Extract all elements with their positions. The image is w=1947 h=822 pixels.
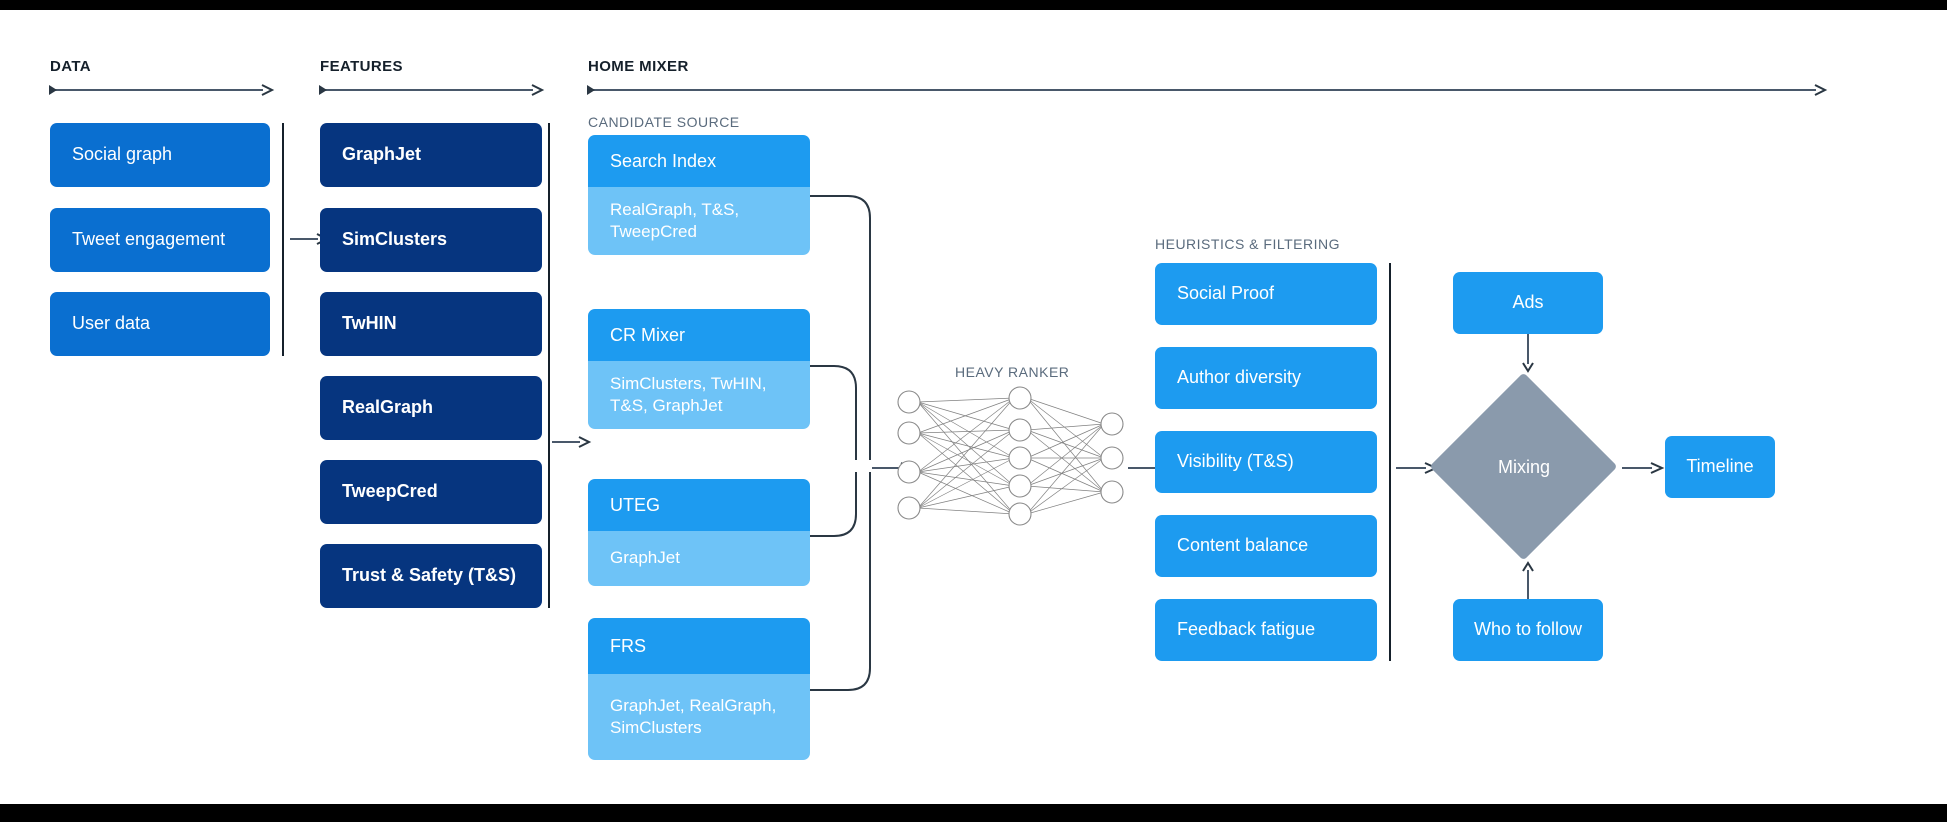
- arrow-ads-to-mixing: [1522, 334, 1534, 373]
- data-axis-arrow: [49, 84, 275, 96]
- heuristic-card-feedback-fatigue[interactable]: Feedback fatigue: [1155, 599, 1377, 661]
- mixing-node[interactable]: Mixing: [1429, 372, 1618, 561]
- mixing-label: Mixing: [1497, 456, 1550, 477]
- stage-label-candidate-source: CANDIDATE SOURCE: [588, 114, 740, 130]
- divider-features-homemixer: [548, 123, 550, 608]
- home-mixer-axis-arrow: [587, 84, 1828, 96]
- candidate-source-features: GraphJet: [588, 531, 810, 586]
- stage-label-heuristics: HEURISTICS & FILTERING: [1155, 236, 1340, 252]
- arrow-mixing-to-timeline: [1622, 462, 1665, 474]
- candidate-source-search-index[interactable]: Search Index RealGraph, T&S, TweepCred: [588, 135, 810, 255]
- card-label: GraphJet: [342, 144, 422, 165]
- card-label: TweepCred: [342, 481, 438, 502]
- stage-label-data: DATA: [50, 58, 92, 75]
- data-card-user-data[interactable]: User data: [50, 292, 270, 356]
- stage-label-heavy-ranker: HEAVY RANKER: [955, 364, 1070, 380]
- card-label: Trust & Safety (T&S): [342, 565, 517, 586]
- feature-card-trust-safety[interactable]: Trust & Safety (T&S): [320, 544, 542, 608]
- card-label: Tweet engagement: [72, 229, 226, 250]
- card-label: SimClusters: [342, 229, 448, 250]
- candidate-source-features: SimClusters, TwHIN, T&S, GraphJet: [588, 361, 810, 429]
- candidate-source-name: UTEG: [588, 479, 810, 531]
- card-label: Feedback fatigue: [1177, 619, 1316, 640]
- feature-card-twhin[interactable]: TwHIN: [320, 292, 542, 356]
- card-label: Who to follow: [1473, 619, 1583, 640]
- diagram-canvas: DATA FEATURES HOME MIXER CANDIDATE SOURC…: [0, 10, 1947, 804]
- card-label: Author diversity: [1177, 367, 1302, 388]
- arrow-features-to-candidates: [552, 436, 592, 448]
- candidate-source-name: CR Mixer: [588, 309, 810, 361]
- output-card-who-to-follow[interactable]: Who to follow: [1453, 599, 1603, 661]
- features-axis-arrow: [319, 84, 545, 96]
- candidate-source-cr-mixer[interactable]: CR Mixer SimClusters, TwHIN, T&S, GraphJ…: [588, 309, 810, 429]
- output-card-timeline[interactable]: Timeline: [1665, 436, 1775, 498]
- arrow-whotofollow-to-mixing: [1522, 561, 1534, 600]
- candidate-source-frs[interactable]: FRS GraphJet, RealGraph, SimClusters: [588, 618, 810, 760]
- candidate-source-bracket-lines: [810, 195, 871, 691]
- card-label: Ads: [1512, 292, 1544, 313]
- divider-data-features: [282, 123, 284, 356]
- feature-card-simclusters[interactable]: SimClusters: [320, 208, 542, 272]
- heuristic-card-author-diversity[interactable]: Author diversity: [1155, 347, 1377, 409]
- feature-card-graphjet[interactable]: GraphJet: [320, 123, 542, 187]
- card-label: Content balance: [1177, 535, 1309, 556]
- card-label: Timeline: [1686, 456, 1754, 477]
- candidate-source-name: FRS: [588, 618, 810, 674]
- divider-heuristics-mixing: [1389, 263, 1391, 661]
- card-label: Visibility (T&S): [1177, 451, 1294, 472]
- heuristic-card-social-proof[interactable]: Social Proof: [1155, 263, 1377, 325]
- card-label: TwHIN: [342, 313, 397, 334]
- candidate-source-name: Search Index: [588, 135, 810, 187]
- feature-card-tweepcred[interactable]: TweepCred: [320, 460, 542, 524]
- output-card-ads[interactable]: Ads: [1453, 272, 1603, 334]
- card-label: Social Proof: [1177, 283, 1275, 304]
- card-label: Social graph: [72, 144, 173, 165]
- candidate-source-uteg[interactable]: UTEG GraphJet: [588, 479, 810, 586]
- heuristic-card-content-balance[interactable]: Content balance: [1155, 515, 1377, 577]
- card-label: User data: [72, 313, 151, 334]
- data-card-social-graph[interactable]: Social graph: [50, 123, 270, 187]
- heavy-ranker-network: [897, 386, 1124, 526]
- stage-label-home-mixer: HOME MIXER: [588, 58, 689, 75]
- stage-label-features: FEATURES: [320, 58, 403, 75]
- data-card-tweet-engagement[interactable]: Tweet engagement: [50, 208, 270, 272]
- candidate-source-features: GraphJet, RealGraph, SimClusters: [588, 674, 810, 760]
- heuristic-card-visibility[interactable]: Visibility (T&S): [1155, 431, 1377, 493]
- candidate-source-features: RealGraph, T&S, TweepCred: [588, 187, 810, 255]
- feature-card-realgraph[interactable]: RealGraph: [320, 376, 542, 440]
- card-label: RealGraph: [342, 397, 434, 418]
